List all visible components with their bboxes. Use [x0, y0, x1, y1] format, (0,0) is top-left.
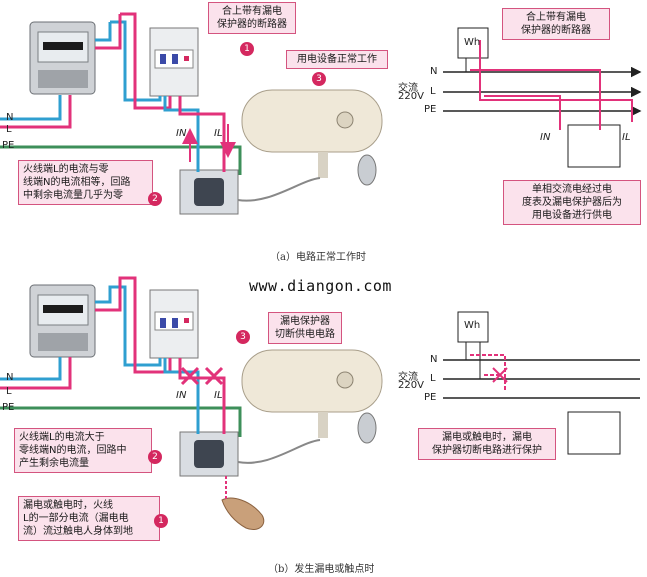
water-heater-bottom	[241, 349, 383, 438]
label-IL-top: IL	[214, 128, 223, 139]
label-IL-bottom: IL	[214, 390, 223, 401]
label-L-top: L	[6, 124, 12, 135]
schematic-IL-top: IL	[622, 132, 631, 143]
callout-bottom-leakage: 漏电或触电时，火线 L的一部分电流（漏电电 流）流过触电人身体到地	[18, 496, 160, 541]
water-heater-top	[241, 89, 383, 178]
label-IN-bottom: IN	[176, 390, 187, 401]
meter-label-bottom: Wh	[464, 320, 481, 331]
schematic-IN-top: IN	[540, 132, 551, 143]
label-N-top: N	[6, 112, 14, 123]
callout-top-current-equal: 火线端L的电流与零 线端N的电流相等，回路 中剩余电流量几乎为零	[18, 160, 153, 205]
caption-top: （a）电路正常工作时	[270, 252, 366, 263]
label-voltage-top: 220V	[398, 91, 424, 102]
schematic-PE-top: PE	[424, 104, 437, 115]
label-ac-bottom: 交流	[398, 372, 418, 383]
step-number-top-1: 1	[240, 42, 254, 56]
schematic-N-top: N	[430, 66, 438, 77]
schematic-N-bottom: N	[430, 354, 438, 365]
schematic-callout-power-supply: 单相交流电经过电 度表及漏电保护器后为 用电设备进行供电	[503, 180, 641, 225]
hand-image	[221, 497, 265, 530]
wall-socket-bottom	[179, 431, 239, 477]
label-IN-top: IN	[176, 128, 187, 139]
meter-label-top: Wh	[464, 37, 481, 48]
callout-top-device-working: 用电设备正常工作	[286, 50, 388, 69]
schematic-top	[443, 27, 642, 168]
callout-top-breaker: 合上带有漏电 保护器的断路器	[208, 2, 296, 34]
wall-socket-top	[179, 169, 239, 215]
leakage-breaker-top	[149, 27, 199, 97]
step-number-bottom-3: 3	[236, 330, 250, 344]
energy-meter-top	[29, 21, 96, 95]
shower-head-top	[357, 154, 377, 186]
callout-bottom-residual-current: 火线端L的电流大于 零线端N的电流，回路中 产生剩余电流量	[14, 428, 152, 473]
label-voltage-bottom: 220V	[398, 380, 424, 391]
website-watermark: www.diangon.com	[249, 277, 392, 295]
callout-bottom-cut-off: 漏电保护器 切断供电电路	[268, 312, 342, 344]
leakage-breaker-bottom	[149, 289, 199, 359]
caption-bottom: （b）发生漏电或触点时	[268, 564, 375, 575]
step-number-bottom-2: 2	[148, 450, 162, 464]
schematic-L-bottom: L	[430, 373, 436, 384]
step-number-top-3: 3	[312, 72, 326, 86]
energy-meter-bottom	[29, 284, 96, 358]
schematic-callout-top: 合上带有漏电 保护器的断路器	[502, 8, 610, 40]
label-ac-top: 交流	[398, 83, 418, 94]
step-number-bottom-1: 1	[154, 514, 168, 528]
schematic-L-top: L	[430, 86, 436, 97]
step-number-top-2: 2	[148, 192, 162, 206]
schematic-PE-bottom: PE	[424, 392, 437, 403]
shower-head-bottom	[357, 412, 377, 444]
label-PE-bottom: PE	[2, 402, 15, 413]
schematic-bottom	[443, 311, 640, 455]
label-PE-top: PE	[2, 140, 15, 151]
label-L-bottom: L	[6, 386, 12, 397]
schematic-callout-protection: 漏电或触电时，漏电 保护器切断电路进行保护	[418, 428, 556, 460]
label-N-bottom: N	[6, 372, 14, 383]
